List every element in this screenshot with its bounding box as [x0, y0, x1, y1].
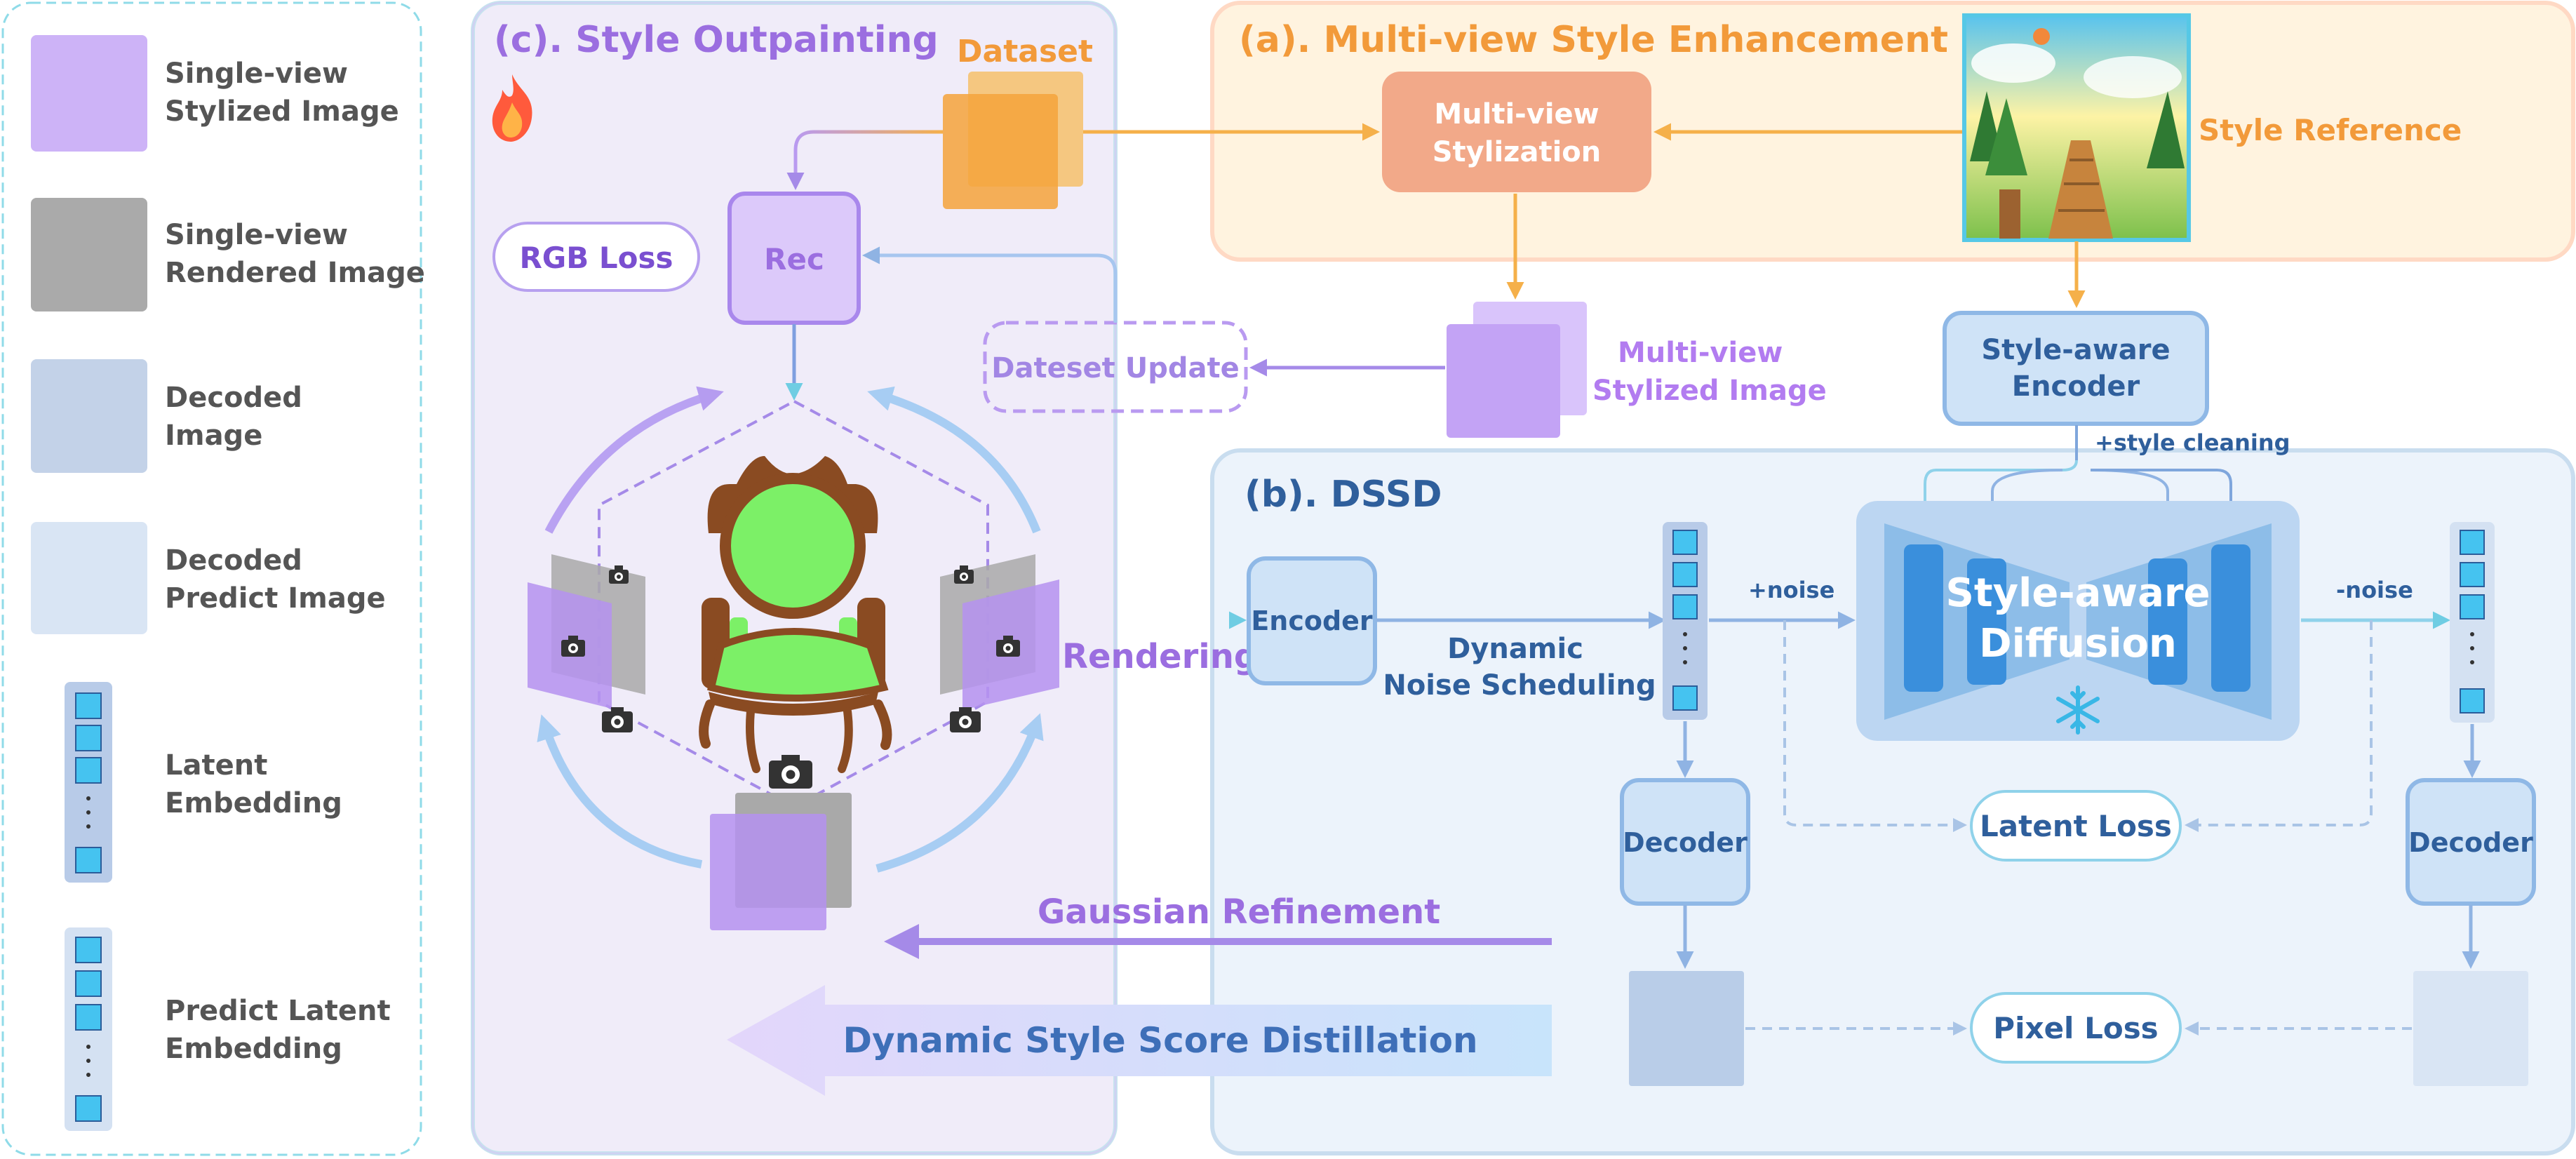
legend-swatch-decoded-predict: [31, 522, 147, 634]
pixel-loss-pill: [1970, 992, 2182, 1064]
legend-label: Image: [165, 420, 262, 452]
noise-scheduling-label: Noise Scheduling: [1383, 669, 1656, 702]
predict-latent-column: [2450, 522, 2495, 723]
stylization-label: Multi-view: [1434, 98, 1599, 130]
legend-label: Predict Latent: [165, 995, 391, 1027]
style-aware-encoder-box: [1943, 311, 2209, 426]
legend-latent-embedding: [65, 682, 112, 883]
pixel-loss-label: Pixel Loss: [1993, 1011, 2158, 1045]
decoder-right-box: [2406, 778, 2536, 906]
legend-predict-latent-embedding: [65, 927, 112, 1131]
legend-swatch-rendered: [31, 198, 147, 311]
rgb-loss-pill: [492, 222, 700, 292]
encoder-box: [1247, 556, 1377, 685]
ring-arrow: [867, 386, 1041, 534]
legend-label: Embedding: [165, 787, 342, 819]
legend-label: Embedding: [165, 1033, 342, 1065]
decoder-left-label: Decoder: [1623, 827, 1747, 858]
latent-loss-pill: [1970, 790, 2182, 862]
dssd-arrow-label: Dynamic Style Score Distillation: [843, 1020, 1477, 1061]
chair-illustration: [699, 456, 892, 773]
stylized-image-label: Multi-view: [1618, 337, 1783, 369]
panel-a-title: (a). Multi-view Style Enhancement: [1239, 19, 1948, 61]
plus-noise-label: +noise: [1748, 577, 1834, 603]
style-reference-image: [1962, 13, 2191, 242]
diffusion-label: Diffusion: [1979, 621, 2177, 666]
camera-icon: [954, 565, 974, 584]
fire-icon: [492, 74, 532, 142]
multi-view-stylized-stack: [1447, 302, 1587, 438]
camera-hexagon: [598, 399, 989, 809]
camera-icon: [561, 636, 585, 657]
rendering-label: Rendering: [1062, 637, 1258, 676]
multi-view-stylization-box: [1382, 72, 1651, 192]
legend-label: Single-view: [165, 219, 348, 251]
rec-box: [727, 192, 861, 325]
decoded-image: [1629, 971, 1744, 1086]
style-cleaning-label: +style cleaning: [2095, 429, 2290, 456]
decoder-right-label: Decoder: [2408, 827, 2533, 858]
latent-embedding-column: [1663, 522, 1708, 720]
legend-swatch-stylized: [31, 35, 147, 152]
legend-swatch-decoded: [31, 359, 147, 473]
panel-c-title: (c). Style Outpainting: [494, 19, 939, 61]
legend-label: Predict Image: [165, 582, 386, 615]
camera-icon: [996, 636, 1020, 657]
rec-label: Rec: [764, 242, 824, 276]
latent-loss-label: Latent Loss: [1980, 809, 2172, 843]
decoded-predict-image: [2413, 971, 2528, 1086]
style-injection-lines: [1918, 425, 2238, 543]
legend-label: Single-view: [165, 58, 348, 90]
dataset-to-rec-arrow: [786, 130, 943, 190]
dssd-big-arrow: [727, 985, 1552, 1096]
ring-arrow: [876, 713, 1044, 873]
latent-loss-dash-right: [2185, 620, 2373, 832]
ring-arrow: [537, 714, 703, 869]
minus-noise-label: -noise: [2336, 577, 2413, 603]
legend-label: Stylized Image: [165, 95, 399, 128]
bottom-view-planes: [710, 793, 852, 930]
style-aware-diffusion: [1856, 501, 2300, 741]
legend-label: Latent: [165, 749, 267, 782]
dataset-stack: [943, 72, 1083, 209]
camera-icon: [609, 565, 629, 584]
dataset-label: Dataset: [957, 34, 1093, 69]
legend-label: Rendered Image: [165, 257, 425, 289]
rgb-loss-label: RGB Loss: [519, 241, 673, 275]
camera-icon: [769, 755, 812, 789]
dataset-update-label: Dateset Update: [991, 352, 1239, 384]
gaussian-refinement-label: Gaussian Refinement: [1038, 892, 1440, 932]
camera-icon: [950, 707, 981, 732]
style-encoder-label: Style-aware: [1981, 334, 2170, 366]
update-to-rec-arrow: [862, 246, 1118, 323]
decoder-left-box: [1620, 778, 1750, 906]
panel-b-title: (b). DSSD: [1245, 474, 1442, 516]
stylized-image-label: Stylized Image: [1592, 375, 1827, 407]
latent-loss-dash-left: [1783, 620, 1967, 832]
style-encoder-label: Encoder: [2012, 370, 2140, 403]
stylization-label: Stylization: [1433, 136, 1602, 168]
ring-arrow: [544, 386, 724, 534]
legend-label: Decoded: [165, 382, 302, 414]
style-reference-label: Style Reference: [2199, 113, 2462, 147]
encoder-label: Encoder: [1251, 605, 1373, 636]
camera-icon: [602, 707, 633, 732]
legend-label: Decoded: [165, 544, 302, 577]
noise-scheduling-label: Dynamic: [1447, 633, 1583, 665]
legend: Single-view Stylized Image Single-view R…: [1, 1, 425, 1156]
snowflake-icon: [2056, 685, 2100, 735]
diffusion-label: Style-aware: [1946, 570, 2211, 616]
